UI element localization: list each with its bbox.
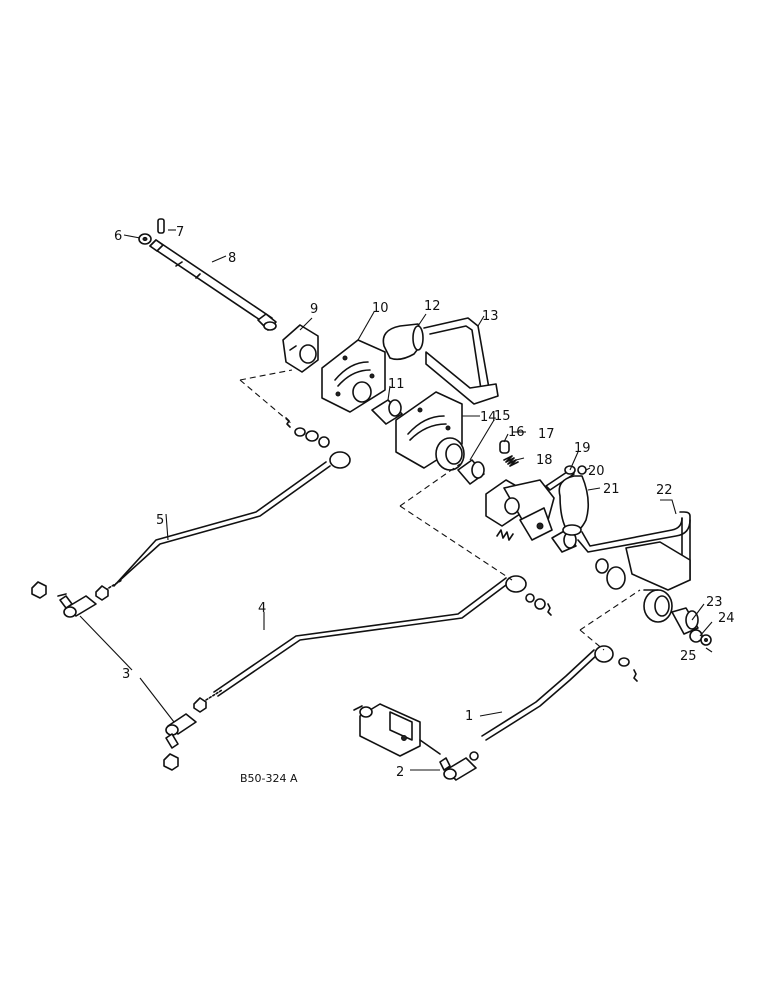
callout-18: 18 [536,453,553,468]
washer-part-20 [577,465,587,475]
callout-20: 20 [588,464,605,479]
drawing-reference: B50-324 A [240,772,298,785]
callout-9: 9 [310,302,318,317]
lever-bracket-part [485,479,555,541]
bushing-part [551,529,577,553]
knob-part-21 [558,475,590,536]
callout-13: 13 [482,309,499,324]
callout-5: 5 [156,513,164,528]
control-rod-part-4 [205,575,527,701]
rod-1-hardware [618,657,638,682]
callout-10: 10 [372,301,389,316]
nut-rod-4 [193,697,207,713]
callout-8: 8 [228,251,236,266]
callout-19: 19 [574,441,591,456]
ball-joint-part-3-lower [165,713,197,749]
callout-labels: 1 2 3 4 5 6 7 8 9 10 11 12 13 14 15 16 1… [114,225,735,780]
spring-washers-part [496,529,514,541]
nut-rod-5 [95,585,109,601]
callout-6: 6 [114,229,122,244]
callout-3: 3 [122,667,130,682]
alignment-lines [239,369,641,651]
rod-4-hardware [525,593,552,616]
washers-part [595,558,626,590]
nut-lower [163,753,179,771]
control-rod-part-1 [481,645,614,741]
washer-part-6 [138,233,152,245]
spring-part-18 [503,455,519,467]
quadrant-plate-part-10 [321,339,386,413]
nut-upper [31,581,47,599]
callout-21: 21 [603,482,620,497]
callout-2: 2 [396,765,404,780]
callout-12: 12 [424,299,441,314]
callout-16: 16 [508,425,525,440]
shift-lever-part-22 [577,511,691,623]
knob-part-12 [382,323,424,361]
control-rod-part-5 [101,451,351,593]
plunger-part-16 [499,440,510,454]
cross-shaft-part [149,239,277,331]
bushing-part-11 [371,399,403,425]
ball-joint-part-2 [439,751,479,781]
callout-17: 17 [538,427,555,442]
callout-15: 15 [494,409,511,424]
quadrant-plate-part-14 [395,391,465,471]
bushing-part-15 [457,459,485,485]
rod-5-hardware [285,417,330,448]
hand-lever-part-13 [423,317,499,405]
pin-part-7 [157,218,165,234]
ball-joint-part-3-upper [57,593,97,618]
leader-lines [79,229,713,771]
control-valve-part [353,703,441,757]
callout-24: 24 [718,611,735,626]
callout-7: 7 [176,225,184,240]
callout-4: 4 [258,601,266,616]
callout-25: 25 [680,649,697,664]
callout-23: 23 [706,595,723,610]
callout-22: 22 [656,483,673,498]
callout-11: 11 [388,377,405,392]
callout-1: 1 [465,709,473,724]
callout-14: 14 [480,410,497,425]
snap-ring-part-25 [700,634,712,646]
lever-clamp-part-9 [282,324,319,373]
